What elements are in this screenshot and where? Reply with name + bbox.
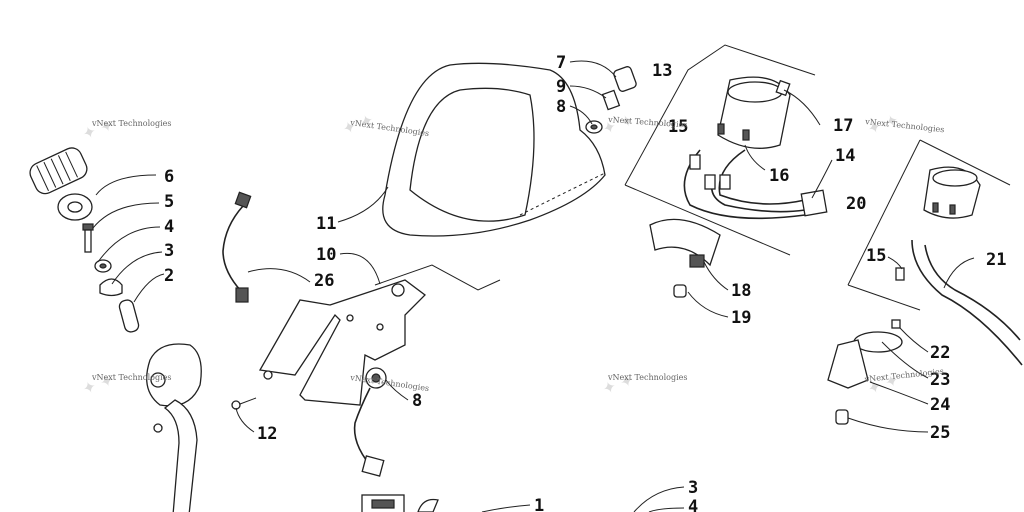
callout-15b: 15 <box>866 246 886 266</box>
callout-15: 15 <box>668 117 688 137</box>
speedometer-group <box>624 44 828 298</box>
callout-20: 20 <box>846 194 866 214</box>
callout-8b: 8 <box>412 391 422 411</box>
callout-22: 22 <box>930 343 950 363</box>
watermark-5: vNext Technologies <box>91 373 171 382</box>
instrument-pod <box>382 62 606 237</box>
tachometer-group <box>827 139 1023 425</box>
callout-3: 3 <box>164 241 174 261</box>
callout-19: 19 <box>731 308 751 328</box>
indicator-light <box>353 367 387 477</box>
switch-parts <box>585 66 637 134</box>
callout-2: 2 <box>164 266 174 286</box>
watermark-7: vNext Technologies <box>607 373 687 382</box>
callout-25: 25 <box>930 423 950 443</box>
callout-23: 23 <box>930 370 950 390</box>
callout-7: 7 <box>556 53 566 73</box>
callout-17: 17 <box>833 116 853 136</box>
callout-21: 21 <box>986 250 1006 270</box>
callout-1: 1 <box>534 496 544 512</box>
callout-10: 10 <box>316 245 336 265</box>
grip-assembly <box>29 147 202 512</box>
callout-9: 9 <box>556 77 566 97</box>
callout-18: 18 <box>731 281 751 301</box>
lower-parts <box>361 494 439 512</box>
callout-6: 6 <box>164 167 174 187</box>
callout-24: 24 <box>930 395 950 415</box>
callout-14: 14 <box>835 146 855 166</box>
callout-4: 4 <box>164 217 174 237</box>
callout-13: 13 <box>652 61 672 81</box>
speedometer-cable <box>222 191 252 303</box>
leader-lines <box>92 60 975 512</box>
mounting-bracket <box>231 264 501 410</box>
callout-3b: 3 <box>688 478 698 498</box>
callout-26: 26 <box>314 271 334 291</box>
hand-grip <box>29 147 88 195</box>
callout-12: 12 <box>257 424 277 444</box>
callout-11: 11 <box>316 214 336 234</box>
callout-4b: 4 <box>688 497 698 512</box>
callout-16: 16 <box>769 166 789 186</box>
callout-5: 5 <box>164 192 174 212</box>
callout-8: 8 <box>556 97 566 117</box>
callout-labels: 7 9 8 13 15 17 16 14 6 5 4 3 2 11 10 26 … <box>164 53 1006 512</box>
watermark-1: vNext Technologies <box>91 119 171 128</box>
